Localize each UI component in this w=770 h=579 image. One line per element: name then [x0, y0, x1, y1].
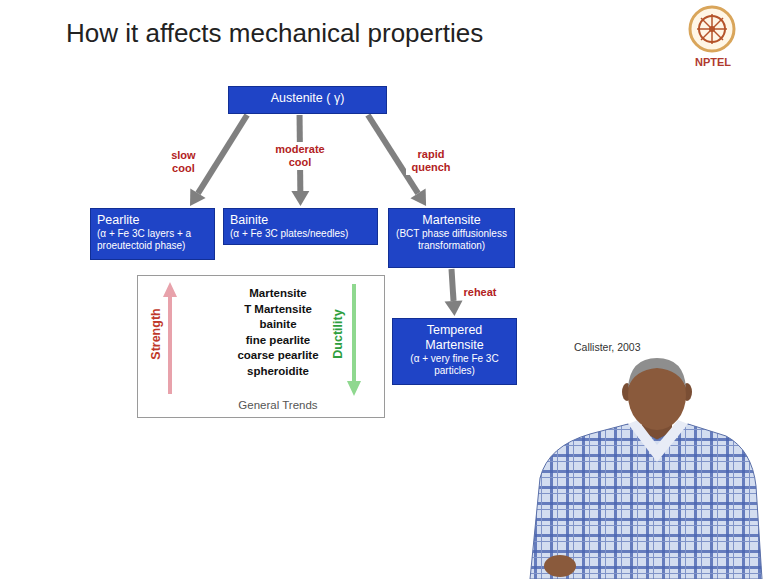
box-heading: Pearlite [97, 213, 208, 228]
arrowhead [190, 189, 206, 206]
arrow-shaft [452, 269, 454, 301]
trends-panel: MartensiteT Martensitebainitefine pearli… [137, 275, 385, 418]
phase-box: Pearlite(α + Fe 3C layers + a proeutecto… [90, 208, 215, 260]
nptel-logo [690, 7, 734, 51]
edge-label: moderate cool [269, 142, 331, 170]
logo-caption: NPTEL [688, 56, 738, 69]
slide-title: How it affects mechanical properties [66, 17, 483, 49]
trend-item: spheroidite [178, 364, 378, 380]
box-heading: Tempered Martensite [399, 323, 510, 353]
trend-item: bainite [178, 317, 378, 333]
arrowhead [291, 191, 309, 206]
edge-label: reheat [460, 285, 500, 300]
trend-item: Martensite [178, 286, 378, 302]
box-body: (α + Fe 3C layers + a proeutectoid phase… [97, 228, 208, 252]
edge-label: slow cool [162, 148, 204, 176]
trend-list: MartensiteT Martensitebainitefine pearli… [178, 286, 378, 379]
axis-label: Strength [149, 308, 163, 359]
trend-item: T Martensite [178, 302, 378, 318]
box-heading: Martensite [395, 213, 508, 228]
arrowhead [410, 189, 426, 206]
arrow-shaft [198, 115, 247, 193]
box-body: (α + very fine Fe 3C particles) [399, 353, 510, 377]
trend-item: coarse pearlite [178, 348, 378, 364]
box-heading: Austenite ( γ) [235, 91, 380, 106]
trend-item: fine pearlite [178, 333, 378, 349]
box-body: (α + Fe 3C plates/needles) [230, 228, 371, 240]
phase-box: Austenite ( γ) [228, 86, 387, 114]
axis-label: Ductility [331, 309, 345, 358]
ductility-arrowhead [347, 381, 361, 396]
presenter-figure [530, 358, 762, 579]
strength-arrow [168, 296, 172, 394]
phase-box: Bainite(α + Fe 3C plates/needles) [223, 208, 378, 245]
edge-label: rapid quench [406, 147, 456, 175]
phase-box: Martensite(BCT phase diffusionless trans… [388, 208, 515, 268]
box-heading: Bainite [230, 213, 371, 228]
ductility-arrow [352, 284, 356, 382]
arrowhead [445, 300, 463, 316]
citation: Callister, 2003 [574, 341, 641, 354]
panel-caption: General Trends [178, 398, 378, 412]
box-body: (BCT phase diffusionless transformation) [395, 228, 508, 252]
phase-box: Tempered Martensite(α + very fine Fe 3C … [392, 318, 517, 385]
strength-arrowhead [163, 282, 177, 297]
